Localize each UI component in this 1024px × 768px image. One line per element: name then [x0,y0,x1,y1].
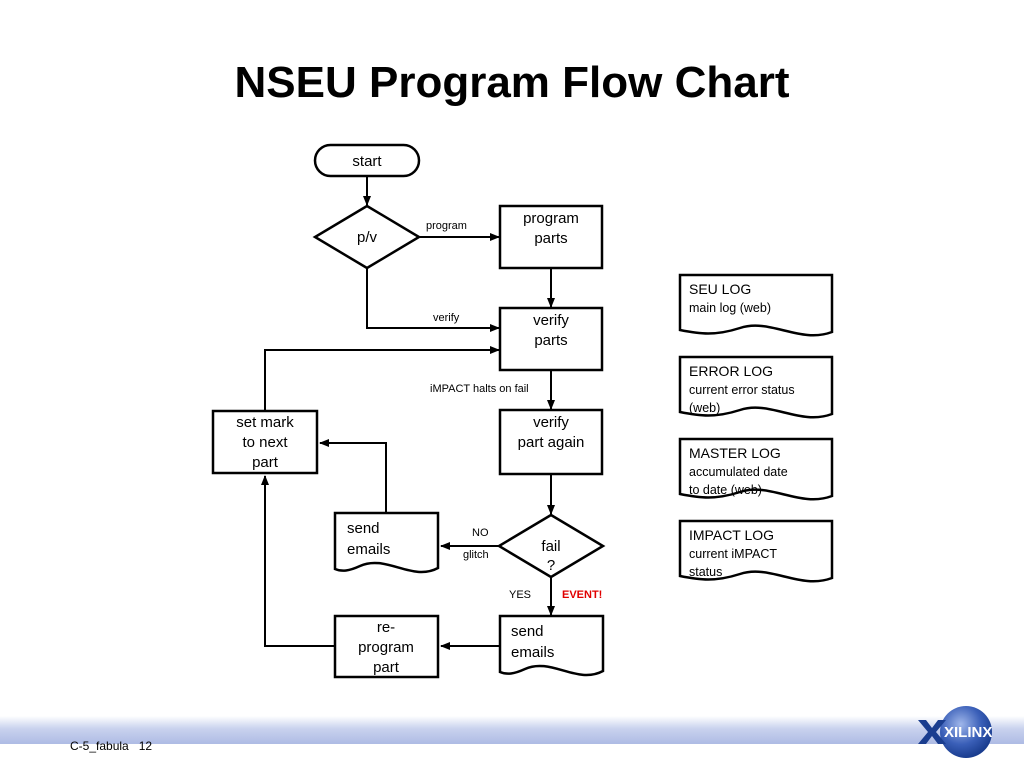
edge-setmark-to-verify [264,346,500,410]
node-send-emails-left: send emails [333,511,440,574]
edge-reprogram-to-setmark [261,475,334,647]
node-send-emails-left-line1: send [347,520,380,537]
node-send-emails-right: send emails [498,614,605,677]
node-program-parts-line1: program [523,210,579,227]
footer-label: C-5_fabula [70,739,129,753]
logo-x-mark-icon [918,720,946,744]
log-impact-line2: status [689,565,722,579]
node-pv-label: p/v [357,229,378,246]
log-impact-title: IMPACT LOG [689,527,774,543]
log-seu-title: SEU LOG [689,281,751,297]
node-fail-line2: ? [547,557,555,574]
log-master: MASTER LOG accumulated date to date (web… [678,437,834,501]
log-error-title: ERROR LOG [689,363,773,379]
node-reprogram-line1: re- [377,619,395,636]
node-set-mark-line1: set mark [236,414,294,431]
logo-globe-icon [940,706,992,758]
node-verify-parts-line1: verify [533,312,569,329]
node-start-label: start [352,153,382,170]
node-set-mark-line2: to next [242,434,288,451]
footer-band [0,716,1024,744]
edge-label-impact-halts: iMPACT halts on fail [430,383,529,395]
log-error-line1: current error status [689,383,795,397]
node-verify-parts-line2: parts [534,332,567,349]
log-seu: SEU LOG main log (web) [678,273,834,337]
node-send-emails-right-line1: send [511,623,544,640]
edge-label-no: NO [472,527,489,539]
node-verify-again-line2: part again [518,434,585,451]
log-master-line2: to date (web) [689,483,762,497]
log-master-line1: accumulated date [689,465,788,479]
footer: C-5_fabula 12 [70,739,162,753]
edge-label-event: EVENT! [562,589,602,601]
edge-label-program: program [426,220,467,232]
node-send-emails-right-line2: emails [511,644,554,661]
edge-label-glitch: glitch [463,549,489,561]
node-set-mark: set mark to next part [211,409,319,475]
node-fail-line1: fail [541,538,560,555]
edge-pv-to-verify [366,268,500,332]
node-program-parts-line2: parts [534,230,567,247]
node-set-mark-line3: part [252,454,279,471]
logo-wordmark: XILINX [944,724,992,741]
log-impact-line1: current iMPACT [689,547,777,561]
node-reprogram-line3: part [373,659,400,676]
page-title: NSEU Program Flow Chart [234,58,790,107]
log-master-title: MASTER LOG [689,445,781,461]
log-impact: IMPACT LOG current iMPACT status [678,519,834,583]
node-program-parts: program parts [498,204,604,270]
node-pv-decision: p/v [312,204,422,270]
node-verify-parts: verify parts [498,306,604,372]
xilinx-logo: XILINX [918,706,992,758]
node-send-emails-left-line2: emails [347,541,390,558]
node-start: start [313,143,421,178]
node-fail-decision: fail ? [496,513,606,579]
log-error: ERROR LOG current error status (web) [678,355,834,419]
edge-label-verify: verify [433,312,460,324]
edge-label-yes: YES [509,589,531,601]
node-reprogram-part: re- program part [333,614,440,679]
log-error-line2: (web) [689,401,720,415]
footer-page-number: 12 [138,739,153,753]
node-verify-again: verify part again [498,408,604,476]
edge-emails-to-setmark [319,439,387,512]
node-verify-again-line1: verify [533,414,569,431]
node-reprogram-line2: program [358,639,414,656]
connectors [261,176,555,650]
log-seu-line1: main log (web) [689,301,771,315]
